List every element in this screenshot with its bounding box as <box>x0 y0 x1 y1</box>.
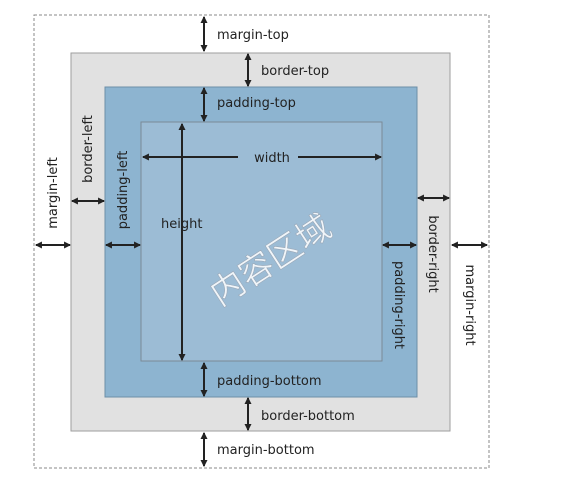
margin-top-label: margin-top <box>217 28 289 43</box>
border-right-label: border-right <box>425 215 440 292</box>
border-left-label: border-left <box>81 115 96 183</box>
margin-bottom-label: margin-bottom <box>217 443 315 458</box>
padding-top-label: padding-top <box>217 96 296 111</box>
padding-right-label: padding-right <box>391 261 406 349</box>
padding-bottom-label: padding-bottom <box>217 374 322 389</box>
padding-left-label: padding-left <box>116 151 131 230</box>
height-label: height <box>161 217 202 232</box>
border-bottom-label: border-bottom <box>261 409 355 424</box>
margin-left-label: margin-left <box>46 157 61 229</box>
margin-right-label: margin-right <box>462 264 477 345</box>
width-label: width <box>254 151 290 166</box>
border-top-label: border-top <box>261 64 329 79</box>
